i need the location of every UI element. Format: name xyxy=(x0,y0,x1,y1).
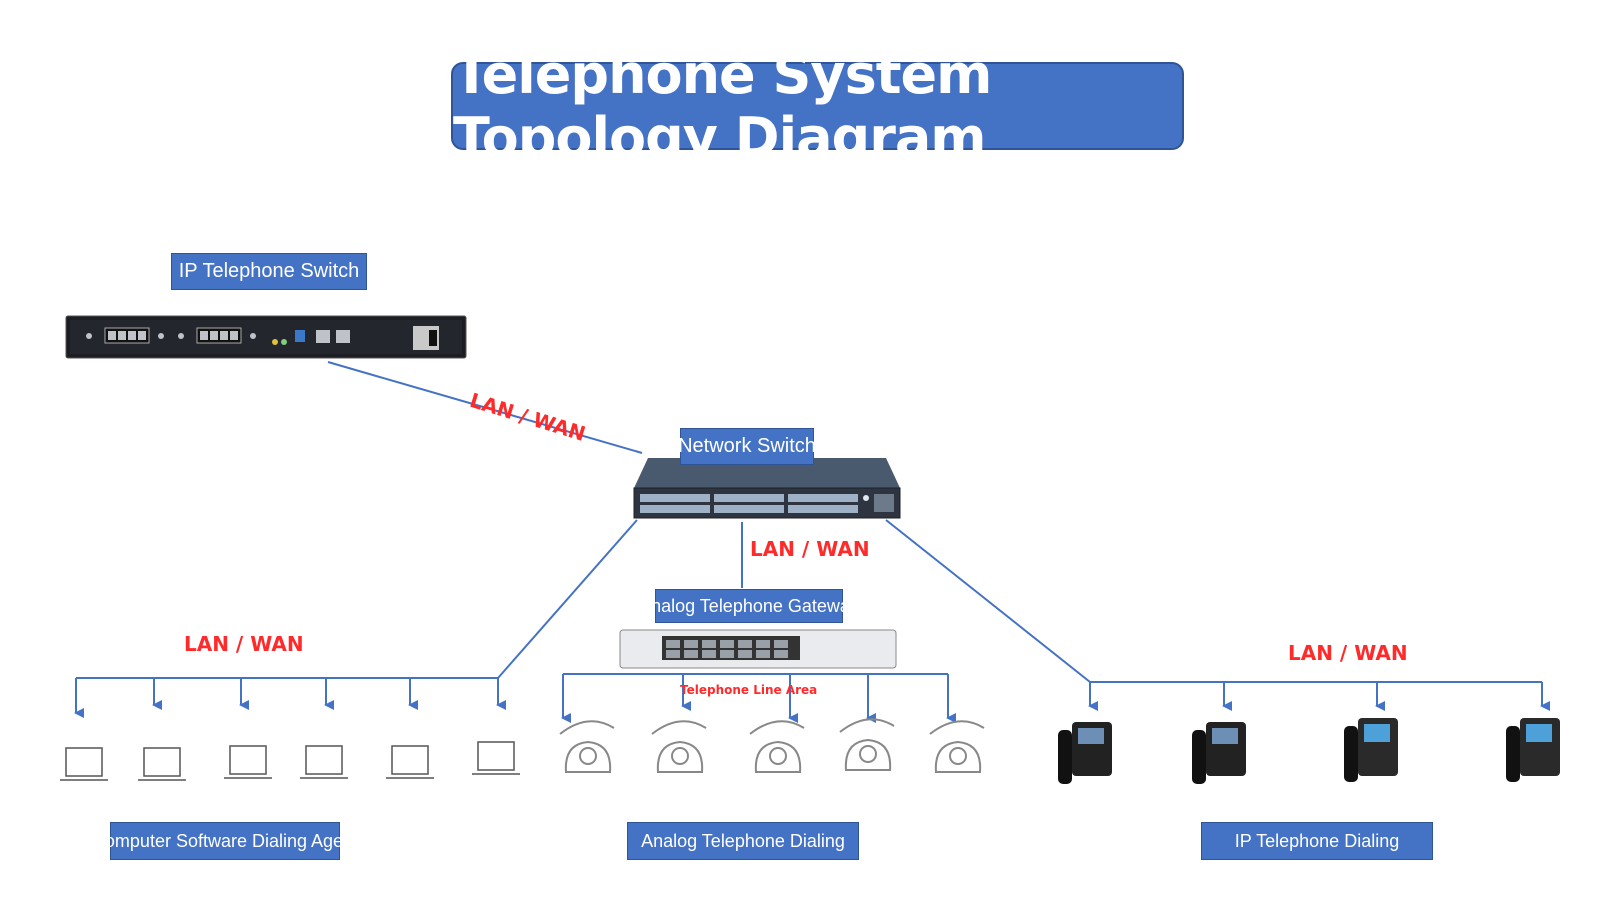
analog-gateway-device-icon xyxy=(619,629,897,669)
ip-dialing-label: IP Telephone Dialing xyxy=(1201,822,1433,860)
network-switch-label: Network Switch xyxy=(678,428,816,465)
laptop-icon xyxy=(60,741,520,781)
ip-phone-icon xyxy=(1058,718,1560,784)
link-label-ipphones: LAN / WAN xyxy=(1288,641,1408,665)
analog-gateway-label: Analog Telephone Gateway xyxy=(639,589,859,623)
link-label-gateway: LAN / WAN xyxy=(750,537,870,561)
analog-phone-icon xyxy=(559,718,985,773)
link-netswitch-ipphones xyxy=(885,519,1091,683)
telephone-line-area-label: Telephone Line Area xyxy=(680,683,818,697)
analog-dialing-label: Analog Telephone Dialing xyxy=(627,822,859,860)
link-netswitch-computers xyxy=(497,519,638,679)
ip-switch-label: IP Telephone Switch xyxy=(171,253,367,290)
link-ipswitch-netswitch xyxy=(327,361,643,454)
link-label-computers: LAN / WAN xyxy=(184,632,304,656)
ip-switch-device-icon xyxy=(65,315,467,359)
network-switch-device-icon xyxy=(633,458,901,519)
computer-dialing-label: Computer Software Dialing Agent xyxy=(92,822,358,860)
